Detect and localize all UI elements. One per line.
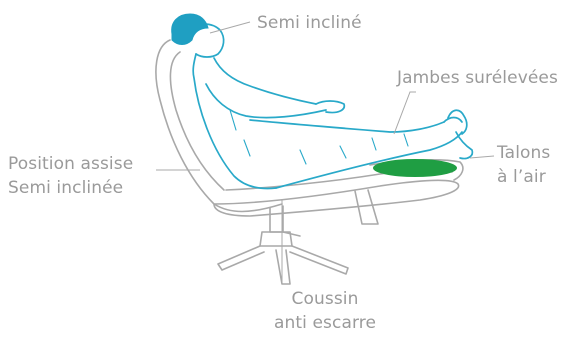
position-line-1: Position assise: [8, 152, 133, 176]
talons-line-1: Talons: [497, 141, 550, 165]
leader-lines: [156, 22, 494, 282]
hair-shape: [172, 14, 208, 45]
label-talons-a-lair: Talons à l’air: [497, 141, 550, 189]
semi-incline-text: Semi incliné: [257, 11, 362, 35]
coussin-line-1: Coussin: [274, 287, 376, 311]
label-position-assise: Position assise Semi inclinée: [8, 152, 133, 200]
cushion-shape: [373, 159, 457, 177]
position-line-2: Semi inclinée: [8, 176, 133, 200]
talons-line-2: à l’air: [497, 165, 550, 189]
label-jambes-surelevees: Jambes surélevées: [397, 66, 558, 90]
chair-base: [218, 190, 378, 284]
jambes-text: Jambes surélevées: [397, 66, 558, 90]
label-semi-incline: Semi incliné: [257, 11, 362, 35]
coussin-line-2: anti escarre: [274, 311, 376, 335]
label-coussin-anti-escarre: Coussin anti escarre: [274, 287, 376, 335]
